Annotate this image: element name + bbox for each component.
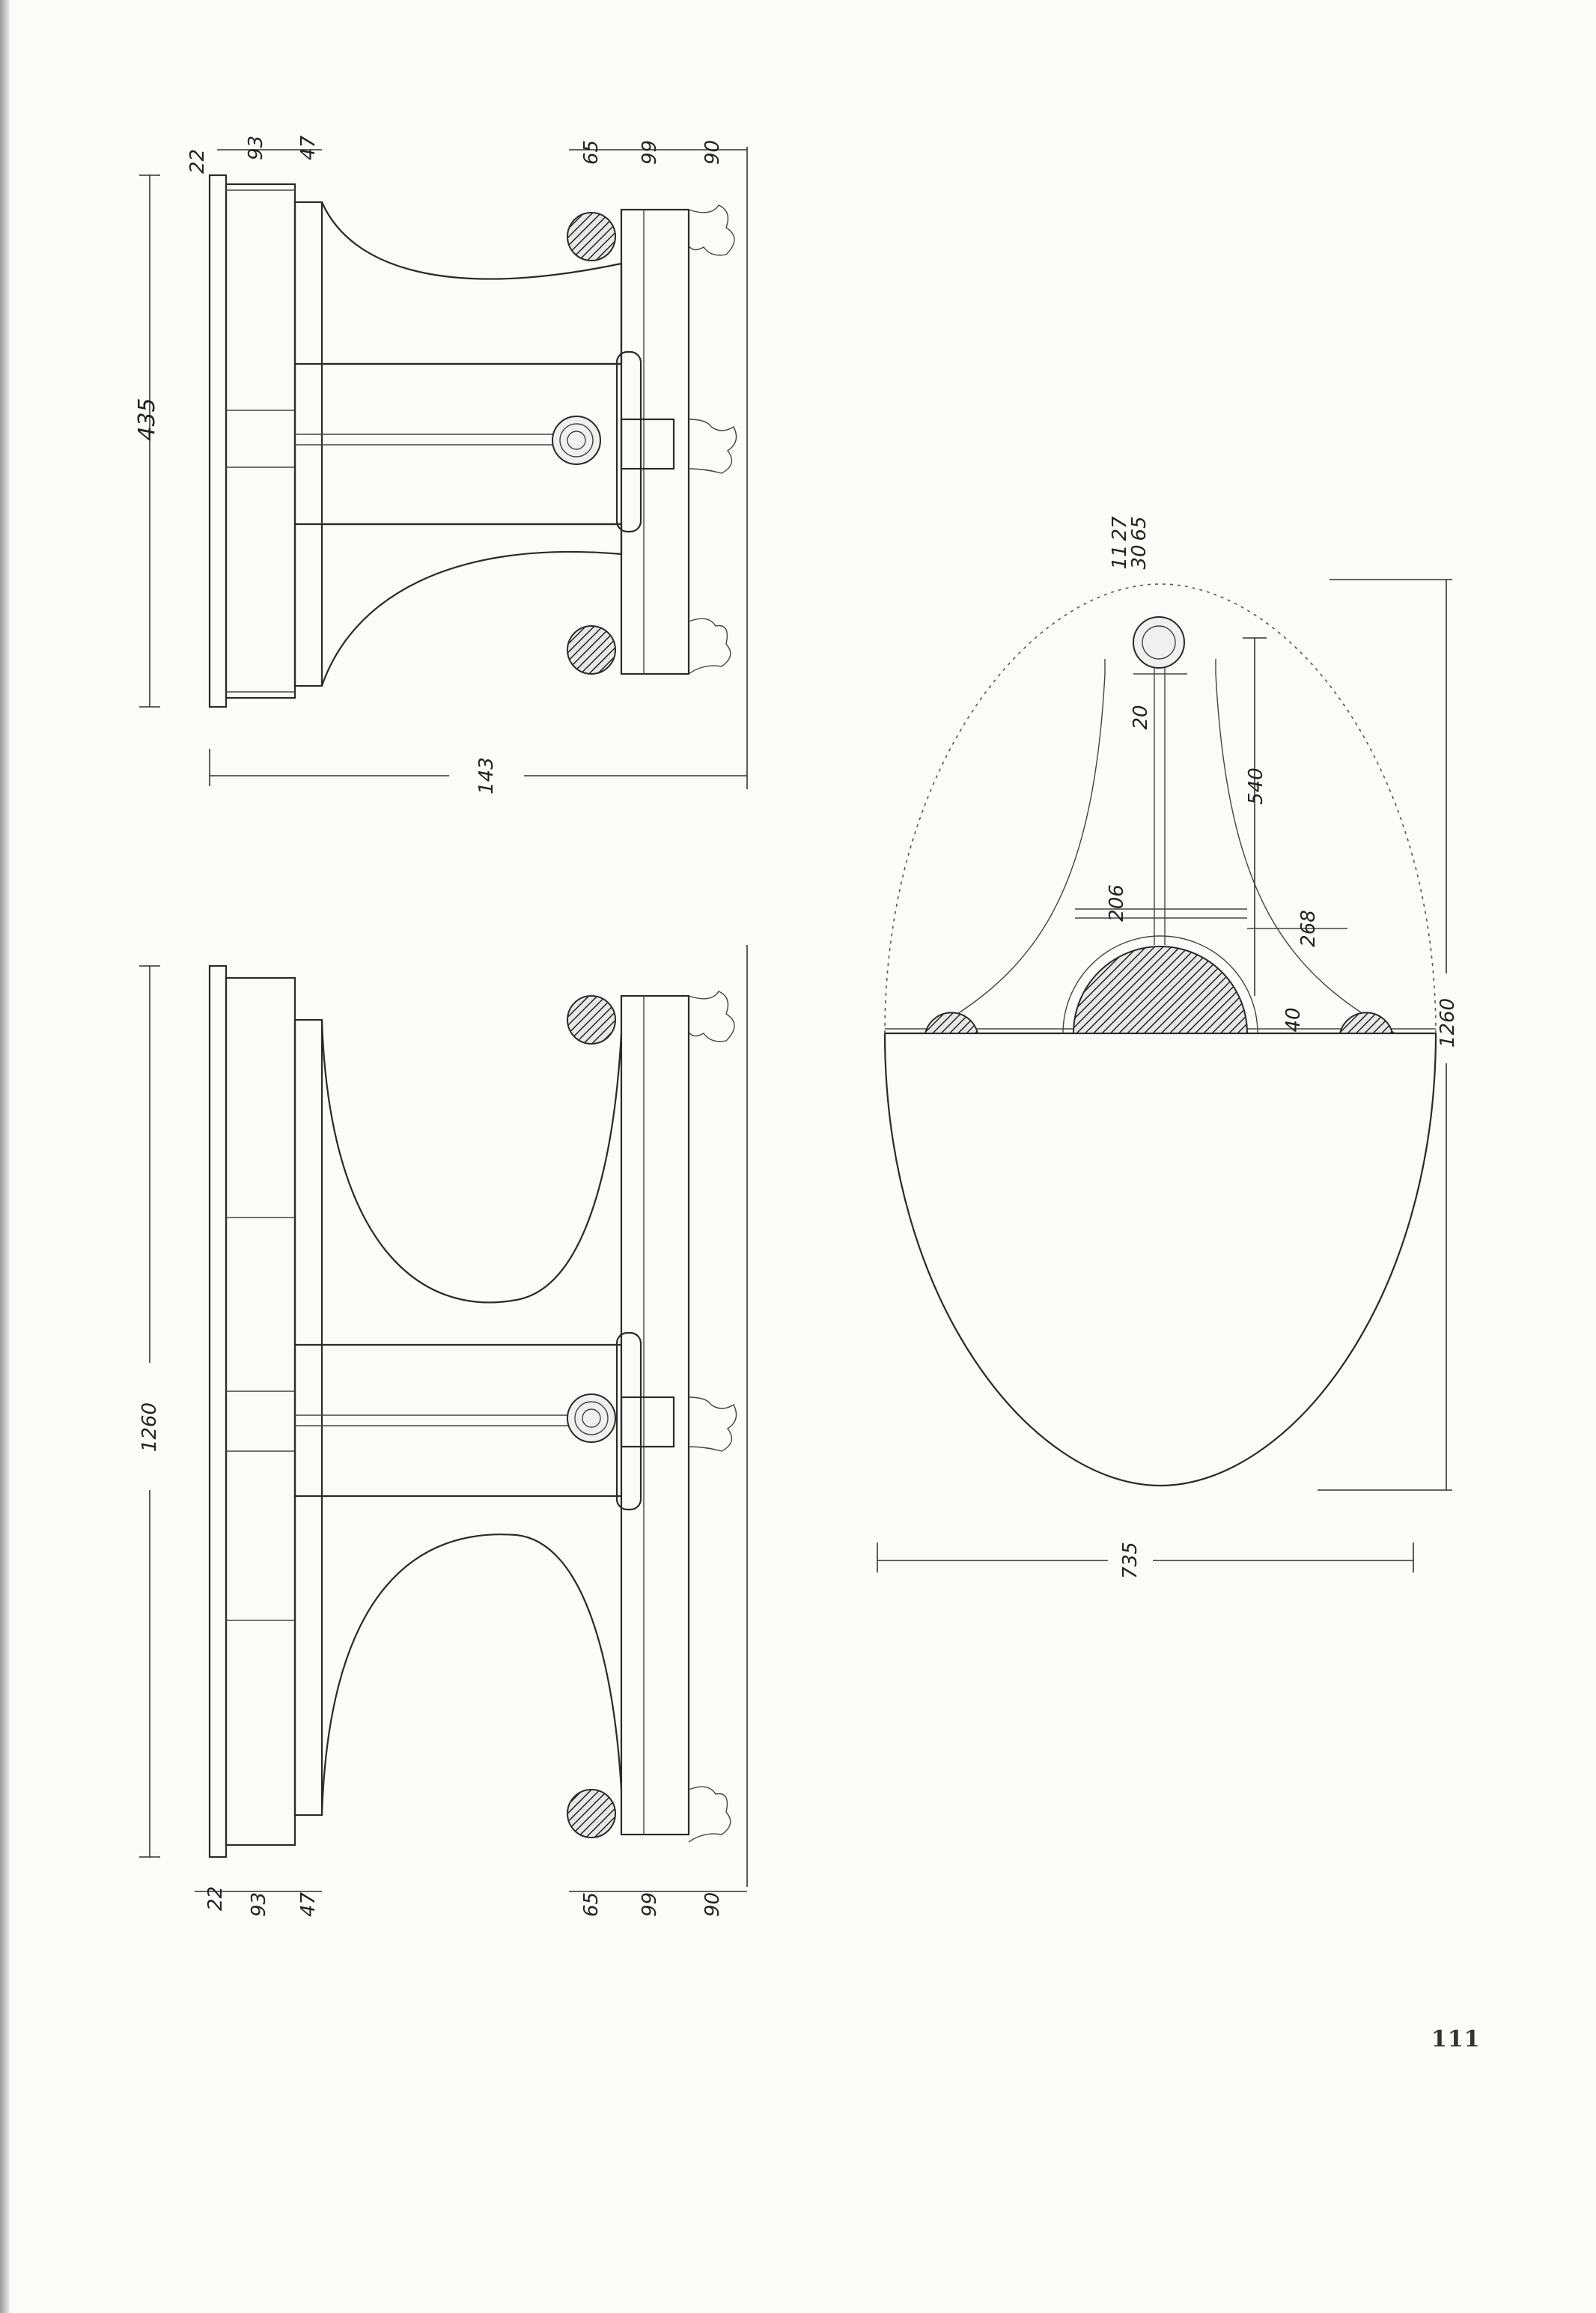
dim-label-93-side: 93 (248, 1892, 270, 1917)
oval-outline-solid (883, 1033, 1437, 1487)
curve-left-side (320, 1019, 623, 1304)
dim-label-27: 27 (1109, 516, 1131, 541)
dim-label-90: 90 (701, 140, 724, 165)
apron-frame-side (225, 976, 296, 1847)
curve-right-side (320, 1534, 623, 1816)
ball-foot-side-left (567, 995, 616, 1045)
arm-flare-left (925, 659, 1106, 1034)
paw-foot-mid (688, 419, 737, 474)
end-elevation-view: 435 143 22 93 47 65 99 90 (134, 135, 748, 794)
dim-label-93: 93 (245, 136, 267, 160)
side-elevation-view: 1260 22 93 47 65 99 90 (138, 945, 748, 1917)
oval-outline-dashed (884, 583, 1437, 1034)
end-foot-right (1338, 1012, 1394, 1034)
tabletop-slab-side (208, 964, 228, 1858)
dim-label-435: 435 (134, 398, 160, 440)
end-foot-left (924, 1012, 979, 1034)
dim-label-11: 11 (1109, 544, 1131, 569)
dim-label-143: 143 (475, 757, 498, 794)
base-center-block (620, 418, 675, 470)
dim-label-1260-side: 1260 (138, 1402, 161, 1452)
dim-label-735: 735 (1119, 1542, 1142, 1579)
dim-label-20: 20 (1130, 705, 1152, 729)
base-collar (615, 350, 642, 533)
paw-foot-top (688, 204, 735, 256)
paw-foot-bottom (688, 618, 731, 675)
base-center-block-side (620, 1396, 675, 1448)
dim-label-22-side: 22 (204, 1886, 227, 1911)
dim-label-99-side: 99 (639, 1892, 661, 1917)
arm-flare-right (1215, 659, 1396, 1034)
column-curve-top (320, 201, 623, 365)
ball-foot-right (567, 625, 616, 675)
dim-label-540: 540 (1245, 768, 1267, 805)
page-binding-shadow (0, 0, 10, 2313)
base-plinth-side (620, 994, 690, 1836)
dim-label-268: 268 (1297, 910, 1320, 947)
dim-label-47: 47 (297, 135, 320, 160)
dim-label-65: 65 (580, 140, 603, 165)
upper-block (293, 201, 323, 687)
plan-view: 540 20 206 268 40 11 27 30 65 1260 735 (877, 516, 1459, 1579)
dim-label-90-side: 90 (701, 1892, 724, 1917)
column-curve-bottom (320, 523, 623, 687)
dim-label-65-plan: 65 (1128, 516, 1151, 541)
base-plinth (620, 208, 690, 675)
dim-label-65-side: 65 (580, 1892, 603, 1917)
apron-frame (225, 183, 296, 699)
dim-label-40: 40 (1282, 1007, 1305, 1032)
dim-label-30: 30 (1128, 544, 1151, 569)
dim-label-47-side: 47 (297, 1891, 320, 1917)
tabletop-slab (208, 174, 228, 708)
upper-block-side (293, 1018, 323, 1817)
dim-label-99: 99 (639, 140, 661, 165)
ball-foot-side-right (567, 1789, 616, 1838)
hub-section (1072, 946, 1249, 1034)
paw-foot-side-center (688, 1396, 737, 1452)
plan-ball-top (1133, 616, 1185, 669)
dim-label-22: 22 (186, 149, 209, 174)
page-number: 111 (1431, 2026, 1481, 2052)
base-collar-side (615, 1331, 642, 1511)
paw-foot-side-right (688, 1786, 731, 1843)
paw-foot-side-left (688, 991, 735, 1042)
dim-label-206: 206 (1106, 884, 1128, 922)
ball-foot-left (567, 212, 616, 261)
dim-label-1260-plan: 1260 (1437, 998, 1459, 1048)
